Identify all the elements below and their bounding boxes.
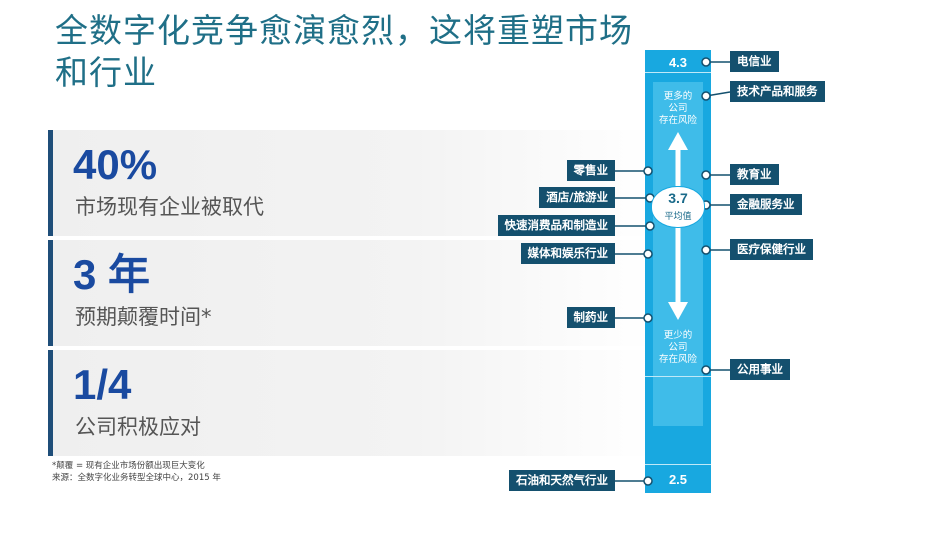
less-risk-line: 更少的 [663,330,693,341]
stat-card-response: 1/4 公司积极应对 [48,350,653,456]
industry-label-telecom: 电信业 [730,51,779,72]
footnote-definition: *颠覆 = 现有企业市场份额出现巨大变化 [52,461,205,471]
more-risk-line: 存在风险 [658,115,697,126]
less-risk-note: 更少的 公司 存在风险 [645,330,711,366]
down-arrow-icon [668,302,688,320]
scale-top-value: 4.3 [668,55,688,70]
average-marker: 3.7 平均值 [651,186,705,228]
footnote-source: 来源：全数字化业务转型全球中心，2015 年 [52,473,221,483]
industry-label-tech-products: 技术产品和服务 [730,81,825,102]
scale-divider [645,72,711,73]
less-risk-line: 公司 [668,342,688,353]
industry-label-healthcare: 医疗保健行业 [730,239,813,260]
page-title: 全数字化竞争愈演愈烈，这将重塑市场和行业 [55,11,633,92]
scale-bottom-value: 2.5 [668,472,688,487]
stat-description: 预期颠覆时间* [75,305,212,329]
stat-value: 40% [73,141,158,188]
industry-label-financial: 金融服务业 [730,194,802,215]
up-arrow-icon [668,132,688,150]
industry-label-pharma: 制药业 [566,307,615,328]
industry-label-media: 媒体和娱乐行业 [520,243,615,264]
industry-label-utilities: 公用事业 [730,359,790,380]
industry-label-oil-gas: 石油和天然气行业 [509,470,615,491]
stat-description: 公司积极应对 [75,415,201,439]
stat-value: 3 年 [73,251,151,298]
industry-label-cpg-manufacturing: 快速消费品和制造业 [497,215,615,236]
average-label: 平均值 [664,212,692,222]
industry-label-education: 教育业 [730,164,779,185]
scale-divider [645,464,711,465]
average-value: 3.7 [668,190,688,206]
scale-divider [645,376,711,377]
industry-label-retail: 零售业 [566,160,615,181]
more-risk-line: 更多的 [663,91,693,102]
less-risk-line: 存在风险 [658,354,697,365]
more-risk-note: 更多的 公司 存在风险 [645,91,711,127]
more-risk-line: 公司 [668,103,688,114]
stat-description: 市场现有企业被取代 [75,195,264,219]
industry-label-hospitality: 酒店/旅游业 [539,187,615,208]
stat-value: 1/4 [73,361,132,408]
